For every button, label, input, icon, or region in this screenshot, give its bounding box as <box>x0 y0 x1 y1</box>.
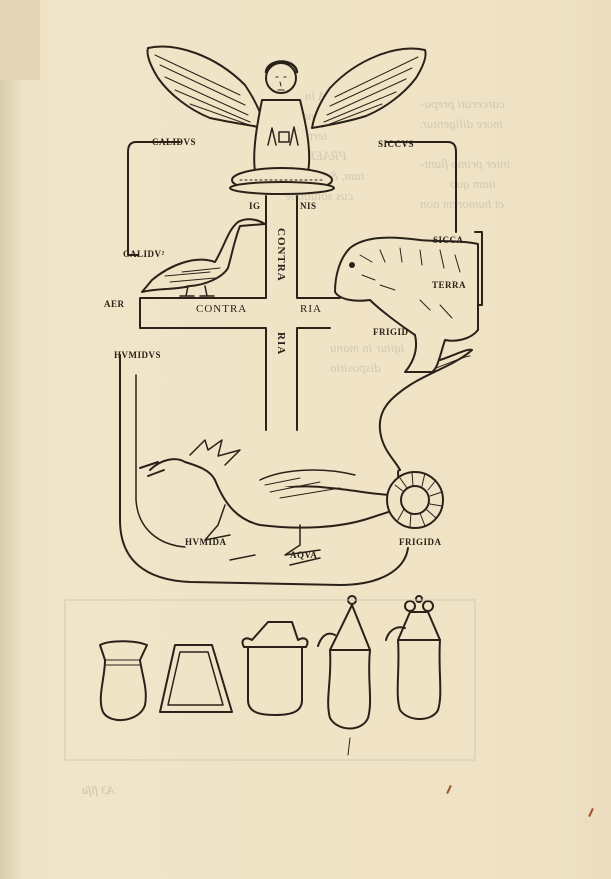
label-aer: AER <box>104 299 125 309</box>
bird-figure <box>141 218 266 297</box>
cup-vessel <box>99 640 148 721</box>
label-ig: IG <box>249 201 261 211</box>
label-contra-vertical: CONTRA <box>275 228 287 282</box>
label-frigida: FRIGIDA <box>399 537 442 547</box>
label-calidus: CALIDVS <box>152 137 197 147</box>
alembic-vessel <box>327 649 372 730</box>
page-corner-fold <box>0 0 40 80</box>
label-terra: TERRA <box>432 280 467 290</box>
cross-of-contraries <box>139 195 341 431</box>
page-gutter <box>0 0 22 879</box>
label-sicca: SICCA <box>433 235 464 245</box>
signature-mark: A3 fiſa <box>82 783 115 797</box>
label-humida: HVMIDA <box>185 537 227 547</box>
label-ria-vertical: RIA <box>275 332 287 356</box>
label-aqua: AQVA <box>290 550 318 560</box>
trapezoid-vessel <box>159 644 233 713</box>
pelican-vessel <box>396 639 442 720</box>
dragon-figure <box>139 439 444 566</box>
label-contra-horizontal: CONTRA <box>196 303 248 315</box>
jar-vessel <box>247 646 303 716</box>
label-calidu: CALIDV² <box>123 249 165 259</box>
label-frigid: FRIGID <box>373 327 409 337</box>
label-humidus: HVMIDVS <box>114 350 162 360</box>
angel-figure <box>146 45 427 195</box>
label-nis: NIS <box>300 201 317 211</box>
label-siccus: SICCVS <box>378 139 415 149</box>
vessels-row <box>99 595 442 756</box>
label-ria-horizontal: RIA <box>300 303 322 315</box>
beast-figure <box>334 236 479 471</box>
